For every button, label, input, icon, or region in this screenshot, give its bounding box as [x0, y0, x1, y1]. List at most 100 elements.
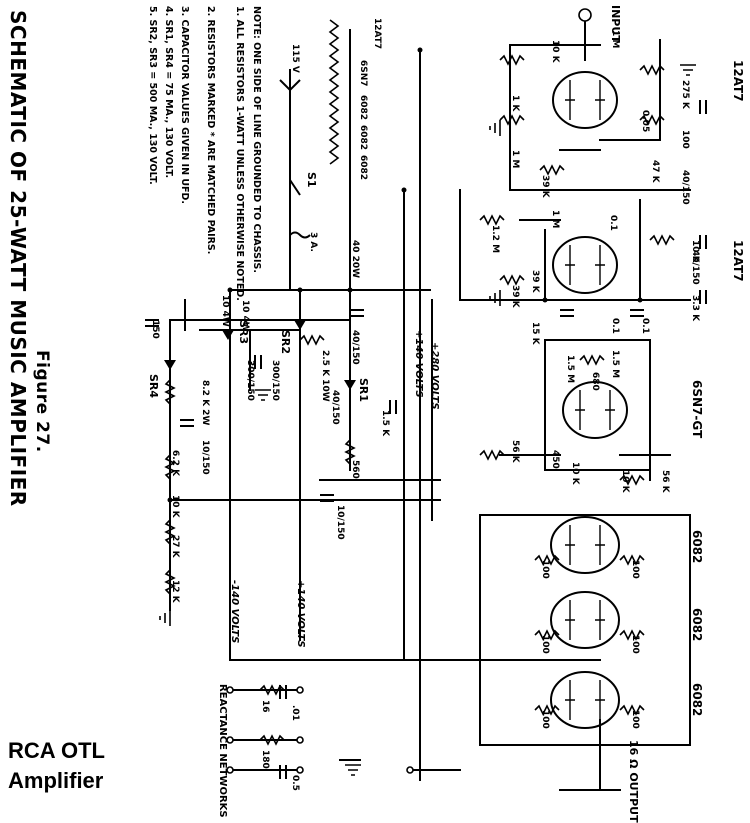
resistor: [619, 704, 645, 716]
resistor: [164, 569, 176, 595]
component-value: 40/150: [680, 170, 690, 205]
diode-sr2: [294, 320, 306, 330]
terminal: [226, 766, 234, 774]
resistor: [259, 734, 285, 746]
diode-sr1: [344, 380, 356, 390]
sr2-label: SR2: [279, 330, 292, 355]
diode-sr3: [222, 330, 234, 340]
capacitor: [254, 355, 262, 369]
resistor: [479, 449, 505, 461]
component-value: 150: [150, 320, 160, 339]
resistor: [619, 629, 645, 641]
component-value: 10 K: [570, 462, 580, 485]
sr1-label: SR1: [357, 378, 370, 403]
wire: [559, 39, 661, 151]
component-value: 100: [540, 710, 550, 729]
heater-label-4: 6082: [358, 155, 368, 181]
ground-symbol: [255, 389, 271, 401]
component-value: 16: [260, 700, 270, 713]
component-value: 10/150: [200, 440, 210, 475]
capacitor: [699, 290, 707, 304]
figure-label: Figure 27.: [32, 350, 52, 453]
power-plug: [279, 79, 301, 100]
component-value: 56 K: [510, 440, 520, 463]
voltage-label-280: +280 VOLTS: [429, 342, 440, 410]
resistor: [579, 354, 605, 366]
component-value: 560: [350, 460, 360, 479]
tube-label-out2: 6082: [690, 608, 704, 642]
component-value: 1 K: [510, 95, 520, 112]
component-value: 27 K: [170, 535, 180, 558]
resistor: [164, 379, 176, 405]
note-5: 5. SR2, SR3 = 500 MA., 130 VOLT.: [147, 6, 158, 185]
sr4-label: SR4: [147, 374, 160, 399]
voltage-label-140a: +140 VOLTS: [413, 330, 424, 398]
ground-symbol: [489, 290, 501, 306]
resistor: [499, 274, 525, 286]
component-value: 0.1: [608, 215, 618, 231]
note-2: 2. RESISTORS MARKED * ARE MATCHED PAIRS.: [205, 6, 216, 255]
wire: [639, 514, 691, 746]
terminal: [406, 766, 414, 774]
reactance-label: REACTANCE NETWORKS: [217, 684, 228, 818]
resistor: [619, 474, 645, 486]
resistor: [619, 554, 645, 566]
component-value: 300/150: [245, 360, 255, 401]
capacitor: [389, 400, 397, 414]
resistor: [534, 629, 560, 641]
wire: [339, 759, 461, 771]
ground-symbol: [159, 610, 171, 626]
wire: [479, 514, 691, 746]
resistor: [499, 54, 525, 66]
component-value: 40 20W: [350, 240, 360, 279]
wire: [199, 329, 301, 391]
component-value: 0.5: [290, 775, 300, 791]
capacitor: [699, 100, 707, 114]
wire: [229, 689, 301, 771]
heater-label-1: 6SN7: [358, 60, 368, 87]
voltage-label-140b: +140 VOLTS: [295, 580, 306, 648]
heater-label-3: 6082: [358, 125, 368, 151]
fuse-label: 3 A.: [308, 232, 318, 252]
wire: [499, 454, 671, 471]
terminal: [226, 736, 234, 744]
component-value: 180: [260, 750, 270, 769]
component-value: 0.1: [610, 318, 620, 334]
terminal: [296, 766, 304, 774]
wire: [509, 14, 691, 191]
component-value: 100: [540, 635, 550, 654]
tube-label-v3: 6SN7-GT: [690, 380, 704, 439]
resistor: [534, 554, 560, 566]
tube-12at7-1: [552, 71, 618, 129]
capacitor: [560, 309, 574, 317]
component-value: 56 K: [660, 470, 670, 493]
tube-12at7-2: [552, 236, 618, 294]
ground-symbol: [680, 64, 696, 76]
component-value: 680: [590, 372, 600, 391]
note-3: 3. CAPACITOR VALUES GIVEN IN UFD.: [179, 6, 190, 205]
resistor: [534, 704, 560, 716]
component-value: 6.2 K: [170, 450, 180, 477]
component-value: 39 K: [540, 175, 550, 198]
tube-label-out3: 6082: [690, 683, 704, 717]
tube-label-v1: 12AT7: [731, 60, 745, 102]
component-value: 1.5 M: [565, 355, 575, 384]
capacitor: [279, 685, 287, 699]
component-value: 40/150: [330, 390, 340, 425]
note-4: 4. SR1, SR4 = 75 MA., 130 VOLT.: [163, 6, 174, 179]
component-value: 40/150: [350, 330, 360, 365]
output-label: 16 Ω OUTPUT: [627, 740, 640, 823]
heater-label-2: 6082: [358, 95, 368, 121]
ground-symbol: [489, 120, 501, 136]
component-value: 100: [630, 635, 640, 654]
resistor: [499, 114, 525, 126]
wire: [519, 199, 641, 301]
component-value: 10/150: [335, 505, 345, 540]
capacitor: [279, 765, 287, 779]
resistor: [164, 519, 176, 545]
schematic-diagram: [145, 8, 707, 791]
component-value: 39 K: [530, 270, 540, 293]
component-value: 1 M: [610, 30, 620, 49]
tube-6082-1: [550, 516, 620, 574]
tube-6sn7: [562, 381, 628, 439]
